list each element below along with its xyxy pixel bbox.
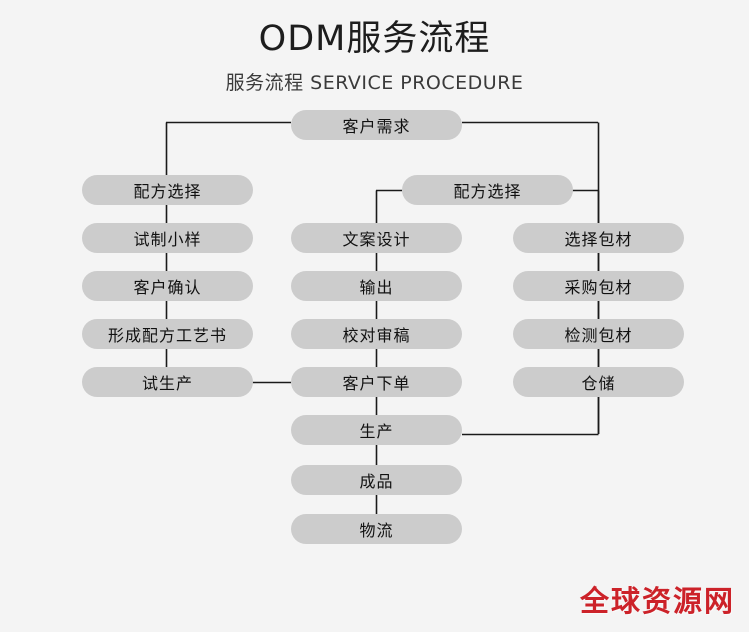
node-label: 文案设计 bbox=[342, 230, 411, 249]
node-logistics[interactable]: 物流 bbox=[291, 514, 462, 544]
node-label: 配方选择 bbox=[133, 182, 202, 201]
node-customer-requirement[interactable]: 客户需求 bbox=[291, 110, 462, 140]
node-finished-product[interactable]: 成品 bbox=[291, 465, 462, 495]
node-label: 客户需求 bbox=[342, 117, 411, 136]
page-subtitle: 服务流程 SERVICE PROCEDURE bbox=[225, 72, 524, 94]
node-label: 试制小样 bbox=[133, 230, 202, 249]
node-purchase-packaging[interactable]: 采购包材 bbox=[513, 271, 684, 301]
node-production[interactable]: 生产 bbox=[291, 415, 462, 445]
node-trial-production[interactable]: 试生产 bbox=[82, 367, 253, 397]
node-select-packaging[interactable]: 选择包材 bbox=[513, 223, 684, 253]
node-formula-selection-left[interactable]: 配方选择 bbox=[82, 175, 253, 205]
node-formula-selection-right[interactable]: 配方选择 bbox=[402, 175, 573, 205]
node-label: 客户下单 bbox=[342, 374, 411, 393]
node-label: 校对审稿 bbox=[342, 326, 411, 345]
node-label: 检测包材 bbox=[564, 326, 633, 345]
node-warehousing[interactable]: 仓储 bbox=[513, 367, 684, 397]
node-label: 客户确认 bbox=[133, 278, 202, 297]
node-trial-sample[interactable]: 试制小样 bbox=[82, 223, 253, 253]
node-label: 形成配方工艺书 bbox=[107, 326, 227, 345]
page-title: ODM服务流程 bbox=[258, 19, 491, 59]
node-label: 采购包材 bbox=[564, 278, 633, 297]
node-label: 生产 bbox=[359, 422, 394, 441]
watermark-logo: 全球资源网 bbox=[579, 584, 735, 618]
node-customer-order[interactable]: 客户下单 bbox=[291, 367, 462, 397]
node-formula-process-document[interactable]: 形成配方工艺书 bbox=[82, 319, 253, 349]
node-label: 物流 bbox=[359, 521, 394, 540]
node-proofreading-review[interactable]: 校对审稿 bbox=[291, 319, 462, 349]
node-label: 试生产 bbox=[141, 374, 193, 393]
node-customer-confirmation[interactable]: 客户确认 bbox=[82, 271, 253, 301]
node-label: 仓储 bbox=[581, 374, 616, 393]
node-label: 输出 bbox=[359, 278, 394, 297]
node-output[interactable]: 输出 bbox=[291, 271, 462, 301]
node-copywriting-design[interactable]: 文案设计 bbox=[291, 223, 462, 253]
node-inspect-packaging[interactable]: 检测包材 bbox=[513, 319, 684, 349]
node-label: 选择包材 bbox=[564, 230, 633, 249]
node-label: 成品 bbox=[359, 472, 394, 491]
node-label: 配方选择 bbox=[453, 182, 522, 201]
